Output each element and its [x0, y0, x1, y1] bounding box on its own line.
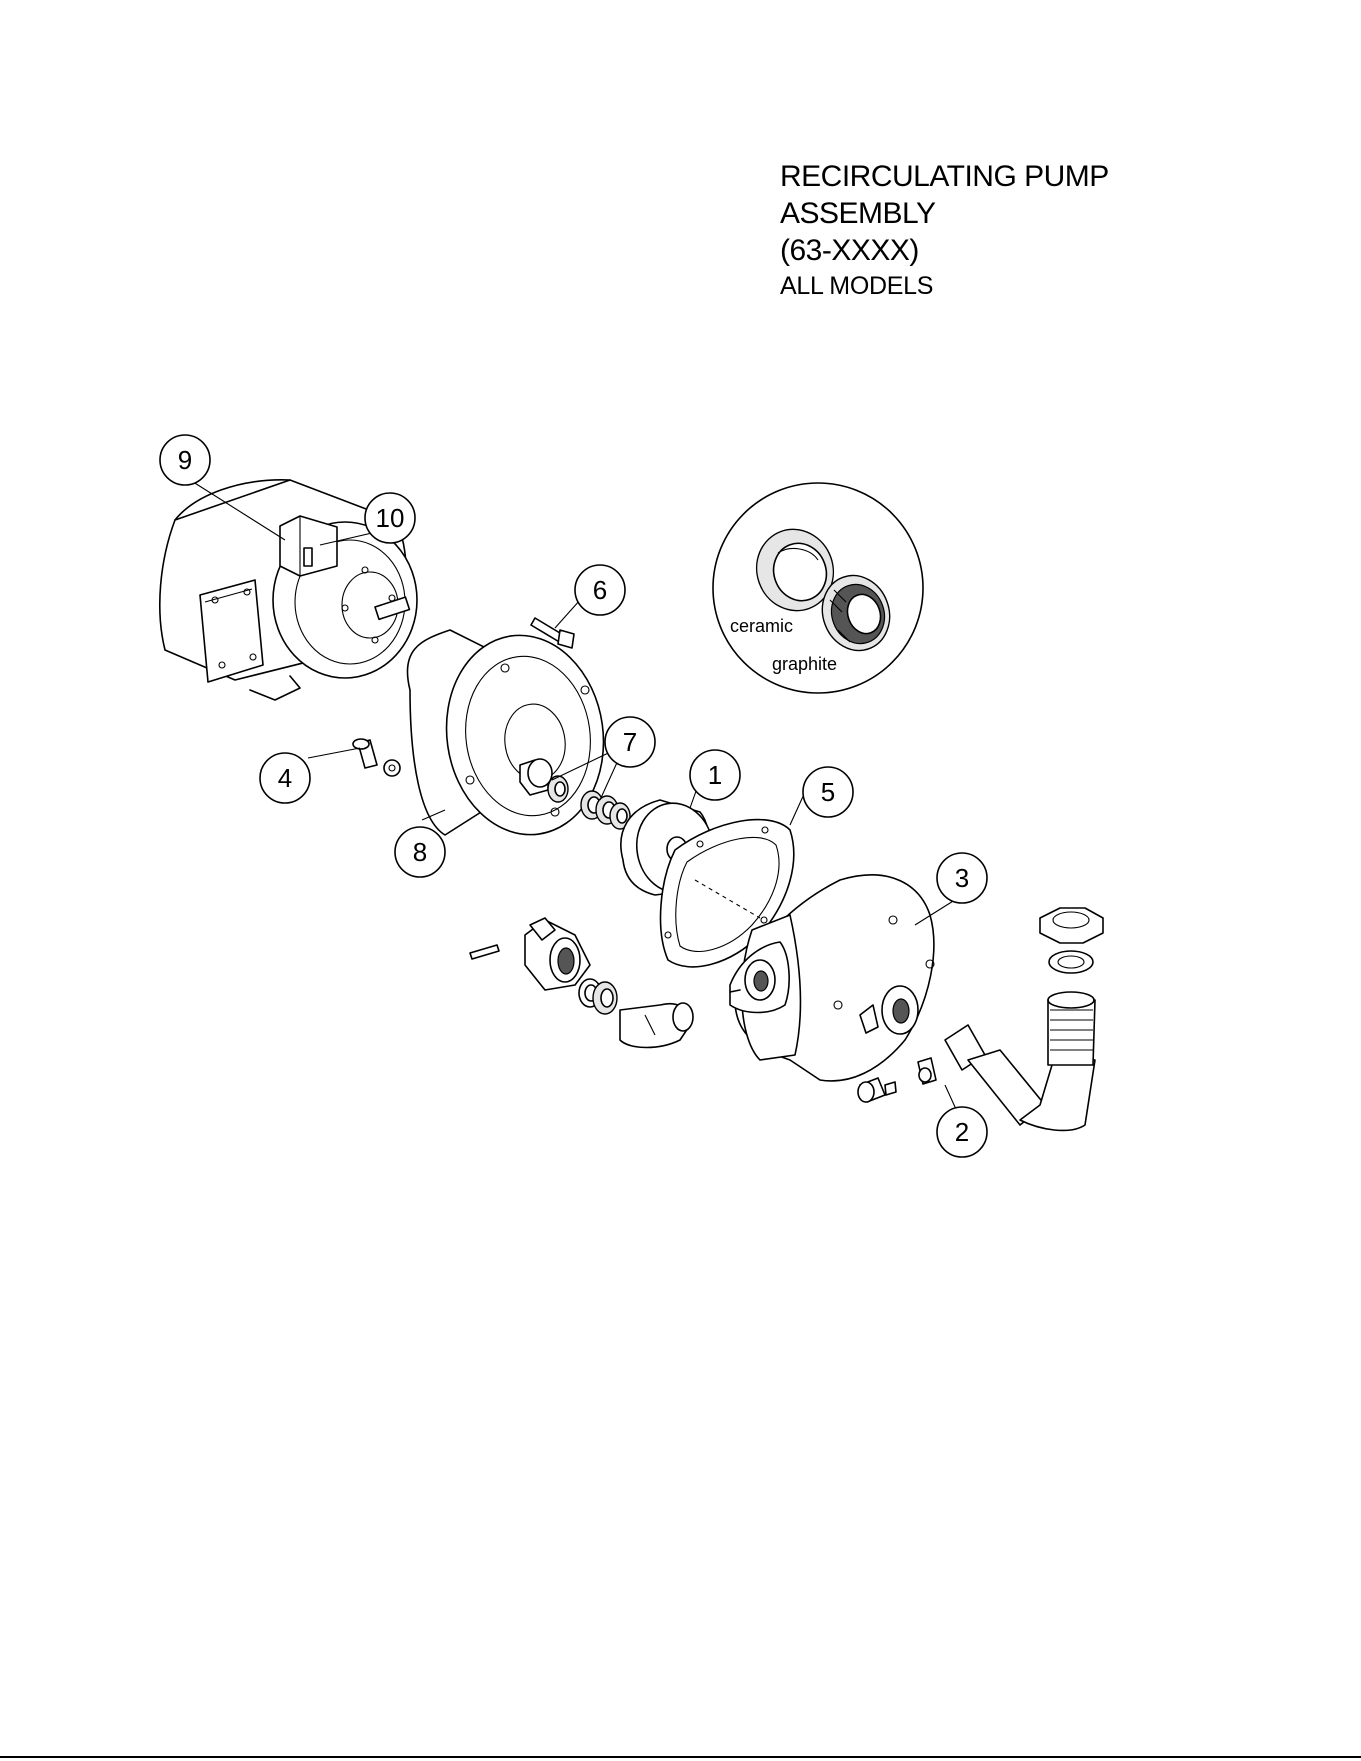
- label-graphite: graphite: [772, 654, 837, 674]
- discharge-union: [945, 908, 1103, 1130]
- callout-2: 2: [937, 1107, 987, 1157]
- svg-text:10: 10: [376, 503, 405, 533]
- callout-4: 4: [260, 753, 310, 803]
- svg-text:5: 5: [821, 777, 835, 807]
- svg-text:8: 8: [413, 837, 427, 867]
- bolt-part-4: [353, 739, 400, 776]
- svg-text:4: 4: [278, 763, 292, 793]
- callout-1: 1: [690, 750, 740, 800]
- callout-7: 7: [605, 717, 655, 767]
- svg-text:3: 3: [955, 863, 969, 893]
- suction-fittings: [470, 918, 693, 1048]
- callout-3: 3: [937, 853, 987, 903]
- callout-5: 5: [803, 767, 853, 817]
- svg-text:1: 1: [708, 760, 722, 790]
- label-ceramic: ceramic: [730, 616, 793, 636]
- callout-10: 10: [365, 493, 415, 543]
- callout-8: 8: [395, 827, 445, 877]
- callout-9: 9: [160, 435, 210, 485]
- svg-text:7: 7: [623, 727, 637, 757]
- svg-text:6: 6: [593, 575, 607, 605]
- page-bottom-rule: [0, 1756, 1361, 1758]
- callout-6: 6: [575, 565, 625, 615]
- seal-inset: ceramic graphite: [713, 483, 923, 693]
- svg-text:9: 9: [178, 445, 192, 475]
- svg-text:2: 2: [955, 1117, 969, 1147]
